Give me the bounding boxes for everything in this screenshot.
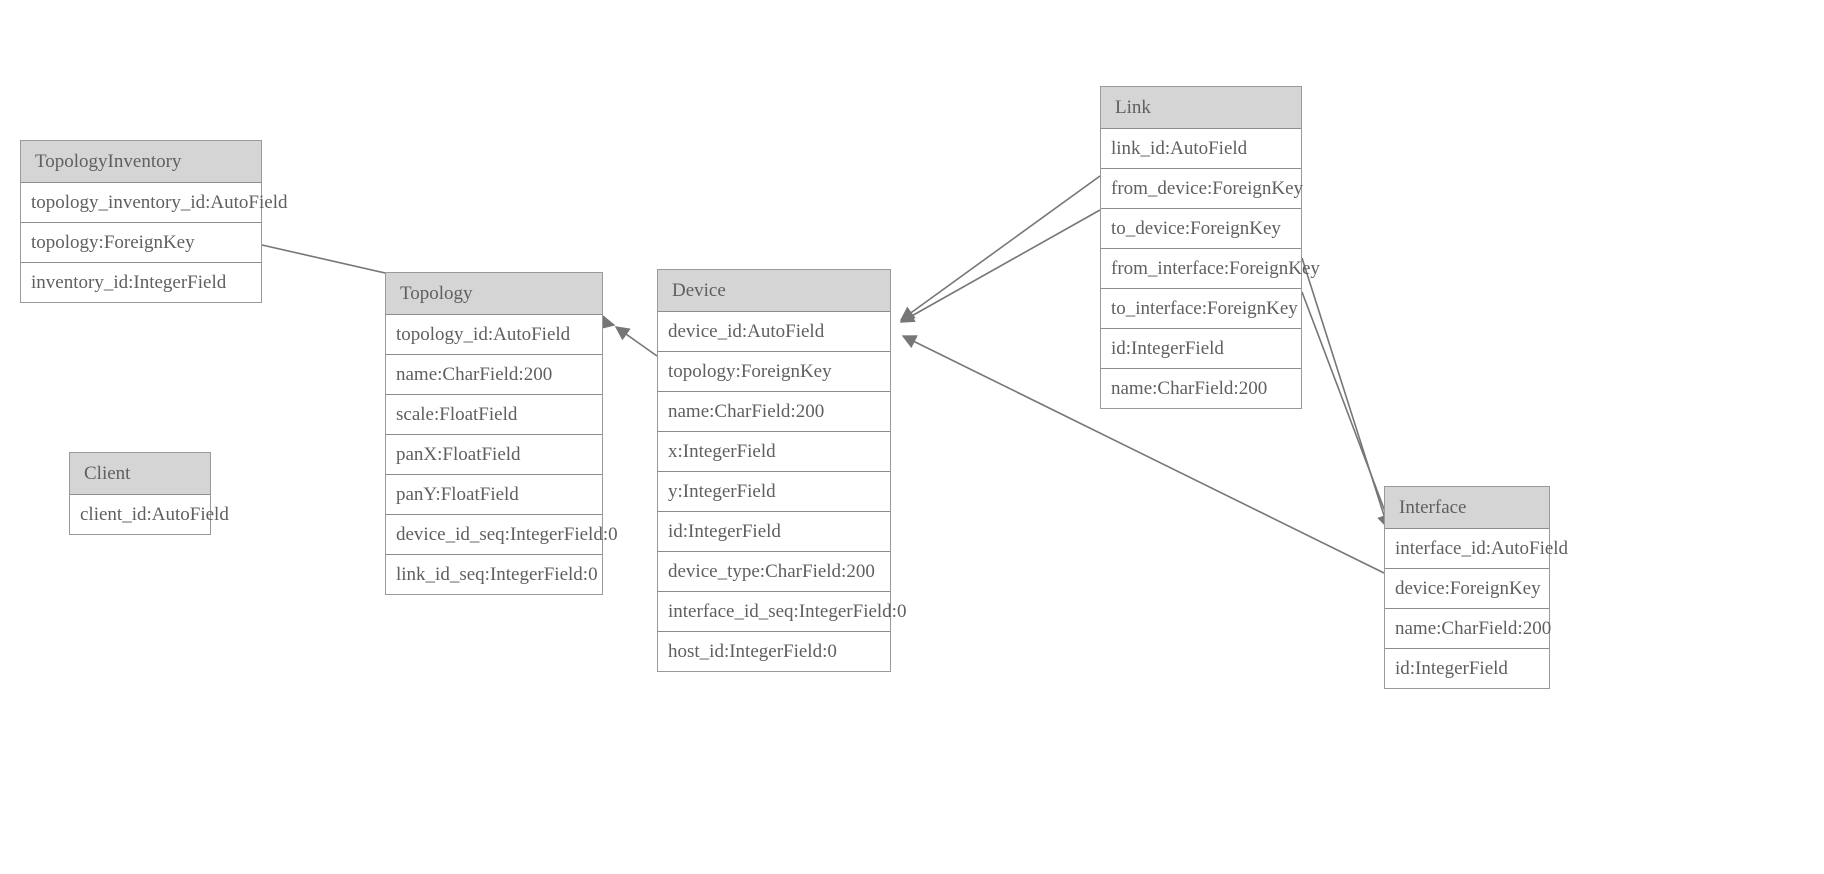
entity-field-row[interactable]: name:CharField:200 bbox=[1385, 609, 1551, 649]
entity-title-topologyinventory: TopologyInventory bbox=[21, 141, 261, 183]
entity-field-row[interactable]: inventory_id:IntegerField bbox=[21, 263, 261, 302]
entity-title-interface: Interface bbox=[1385, 487, 1549, 529]
entity-field-row[interactable]: from_interface:ForeignKey bbox=[1101, 249, 1320, 289]
entity-field-row[interactable]: from_device:ForeignKey bbox=[1101, 169, 1303, 209]
entity-field-row[interactable]: interface_id:AutoField bbox=[1385, 529, 1568, 569]
entity-field-row[interactable]: name:CharField:200 bbox=[1101, 369, 1301, 408]
entity-field-row[interactable]: x:IntegerField bbox=[658, 432, 890, 472]
entity-field-row[interactable]: id:IntegerField bbox=[1385, 649, 1549, 688]
entity-field-row[interactable]: device_id:AutoField bbox=[658, 312, 890, 352]
entity-title-topology: Topology bbox=[386, 273, 602, 315]
entity-field-row[interactable]: topology_id:AutoField bbox=[386, 315, 602, 355]
relationship-link-from_device bbox=[899, 175, 1101, 321]
entity-title-device: Device bbox=[658, 270, 890, 312]
entity-field-row[interactable]: to_device:ForeignKey bbox=[1101, 209, 1301, 249]
entity-field-row[interactable]: topology:ForeignKey bbox=[658, 352, 890, 392]
entity-title-link: Link bbox=[1101, 87, 1301, 129]
entity-field-row[interactable]: panX:FloatField bbox=[386, 435, 602, 475]
entity-field-row[interactable]: host_id:IntegerField:0 bbox=[658, 632, 890, 671]
entity-field-row[interactable]: panY:FloatField bbox=[386, 475, 602, 515]
relationship-link-to_interface bbox=[1301, 291, 1395, 532]
relationship-link-from_interface bbox=[1301, 257, 1391, 530]
relationship-device-topology bbox=[614, 326, 658, 357]
entity-field-row[interactable]: to_interface:ForeignKey bbox=[1101, 289, 1301, 329]
entity-field-row[interactable]: link_id_seq:IntegerField:0 bbox=[386, 555, 602, 594]
entity-field-row[interactable]: topology_inventory_id:AutoField bbox=[21, 183, 288, 223]
entity-field-row[interactable]: client_id:AutoField bbox=[70, 495, 229, 534]
entity-field-row[interactable]: scale:FloatField bbox=[386, 395, 602, 435]
relationship-link-to_device bbox=[899, 209, 1101, 323]
entity-field-row[interactable]: link_id:AutoField bbox=[1101, 129, 1301, 169]
entity-field-row[interactable]: device_id_seq:IntegerField:0 bbox=[386, 515, 618, 555]
entity-field-row[interactable]: topology:ForeignKey bbox=[21, 223, 261, 263]
entity-field-row[interactable]: name:CharField:200 bbox=[386, 355, 602, 395]
entity-field-row[interactable]: interface_id_seq:IntegerField:0 bbox=[658, 592, 906, 632]
entity-field-row[interactable]: id:IntegerField bbox=[658, 512, 890, 552]
entity-field-row[interactable]: device_type:CharField:200 bbox=[658, 552, 890, 592]
entity-field-row[interactable]: device:ForeignKey bbox=[1385, 569, 1549, 609]
entity-field-row[interactable]: id:IntegerField bbox=[1101, 329, 1301, 369]
entity-field-row[interactable]: name:CharField:200 bbox=[658, 392, 890, 432]
entity-field-row[interactable]: y:IntegerField bbox=[658, 472, 890, 512]
entity-title-client: Client bbox=[70, 453, 210, 495]
